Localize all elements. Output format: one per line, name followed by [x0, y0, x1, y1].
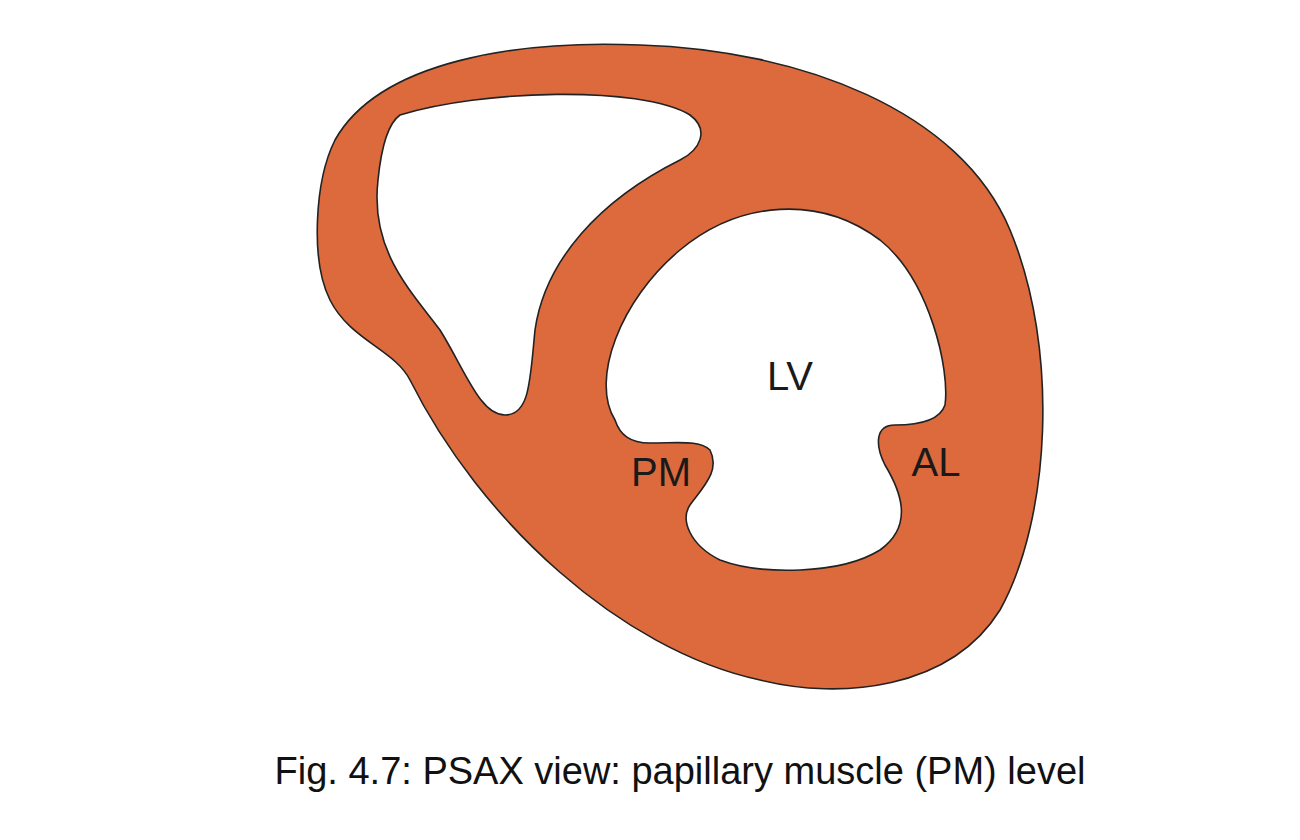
- papillary-muscle-label: AL: [912, 440, 961, 484]
- left-ventricle-cavity: [606, 209, 946, 570]
- papillary-muscle-label: PM: [631, 450, 691, 494]
- figure-caption: Fig. 4.7: PSAX view: papillary muscle (P…: [275, 751, 1086, 793]
- chamber-label: LV: [767, 354, 813, 398]
- myocardium: [317, 44, 1043, 689]
